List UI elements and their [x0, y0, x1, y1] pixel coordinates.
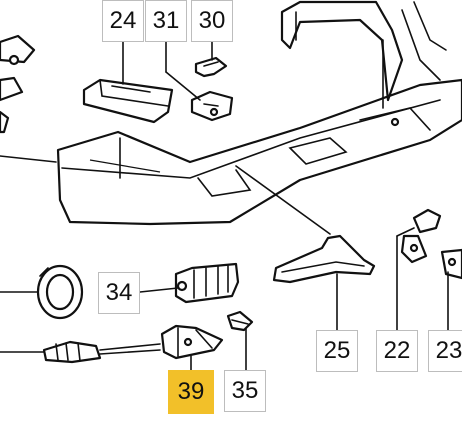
- cable-rod: [42, 340, 161, 364]
- callout-31[interactable]: 31: [145, 0, 187, 42]
- leader-lines: [0, 35, 449, 371]
- part-25-plate: [272, 234, 376, 284]
- part-30-clip: [194, 56, 228, 78]
- callout-34[interactable]: 34: [98, 272, 140, 314]
- callout-22[interactable]: 22: [376, 330, 418, 372]
- frame-rail: [56, 78, 462, 226]
- body-panel: [280, 0, 447, 109]
- part-23-bracket: [440, 248, 462, 280]
- part-22-bracket: [400, 208, 442, 264]
- ring-part: [36, 264, 84, 320]
- part-24-box: [82, 78, 174, 124]
- callout-30[interactable]: 30: [191, 0, 233, 42]
- part-39-wedge: [160, 324, 224, 360]
- callout-25[interactable]: 25: [316, 330, 358, 372]
- callout-24[interactable]: 24: [102, 0, 144, 42]
- callout-39[interactable]: 39: [168, 370, 214, 414]
- part-34-connector: [174, 262, 240, 304]
- part-31-block: [190, 90, 234, 122]
- part-35-clip: [226, 310, 254, 332]
- callout-23[interactable]: 23: [428, 330, 462, 372]
- callout-35[interactable]: 35: [224, 370, 266, 412]
- upper-left-bracket: [0, 34, 36, 134]
